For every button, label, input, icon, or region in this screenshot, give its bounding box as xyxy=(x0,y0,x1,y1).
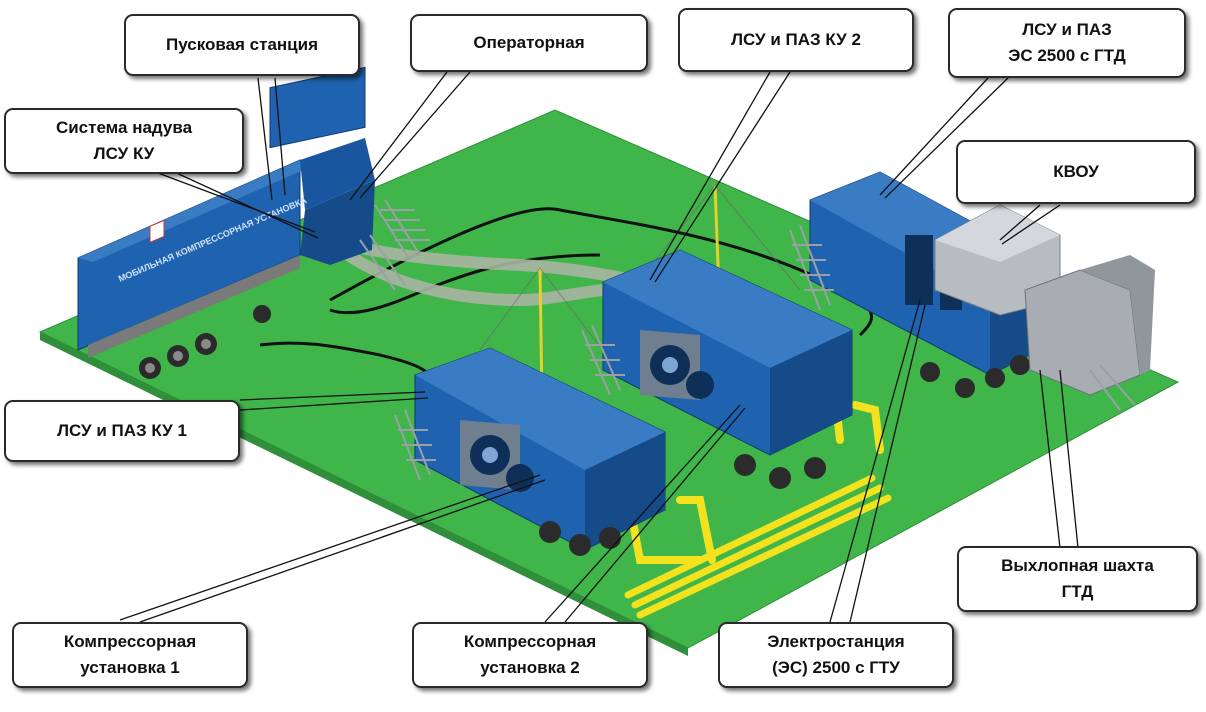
label-exhaust-shaft: Выхлопная шахта ГТД xyxy=(957,546,1198,612)
stairs-power xyxy=(789,224,1136,411)
label-blower-line1: Система надува xyxy=(55,118,193,137)
label-ps-control-line2: ЭС 2500 с ГТД xyxy=(1008,46,1126,65)
label-kvou-text: КВОУ xyxy=(1053,162,1099,181)
label-compressor-unit-2: Компрессорная установка 2 xyxy=(412,622,648,688)
label-ps-control-line1: ЛСУ и ПАЗ xyxy=(1022,20,1112,39)
label-power-plant-line2: (ЭС) 2500 с ГТУ xyxy=(772,658,900,677)
stairs-operator xyxy=(359,199,430,291)
label-power-station-control: ЛСУ и ПАЗ ЭС 2500 с ГТД xyxy=(948,8,1186,78)
label-compressor-unit-1: Компрессорная установка 1 xyxy=(12,622,248,688)
label-operator-room-text: Операторная xyxy=(473,33,585,52)
label-ku2-control-text: ЛСУ и ПАЗ КУ 2 xyxy=(731,30,861,49)
compressor-unit-2 xyxy=(602,249,853,489)
label-exhaust-line1: Выхлопная шахта xyxy=(1001,556,1154,575)
label-ku2-control: ЛСУ и ПАЗ КУ 2 xyxy=(678,8,914,72)
label-blower-system: Система надува ЛСУ КУ xyxy=(4,108,244,174)
label-compressor2-line2: установка 2 xyxy=(480,658,580,677)
power-station-trailer xyxy=(809,171,1155,398)
leader-lines xyxy=(119,71,1079,623)
label-power-plant-line1: Электростанция xyxy=(767,632,905,651)
launch-station-trailer: МОБИЛЬНАЯ КОМПРЕССОРНАЯ УСТАНОВКА xyxy=(77,66,375,379)
label-launch-station: Пусковая станция xyxy=(124,14,360,76)
label-kvou: КВОУ xyxy=(956,140,1196,204)
label-blower-line2: ЛСУ КУ xyxy=(93,144,155,163)
label-compressor1-line1: Компрессорная xyxy=(63,632,197,651)
label-launch-station-text: Пусковая станция xyxy=(165,35,319,54)
label-ku1-control: ЛСУ и ПАЗ КУ 1 xyxy=(4,400,240,462)
stairs-unit1 xyxy=(394,409,436,481)
stairs-unit2 xyxy=(581,324,625,396)
label-compressor2-line1: Компрессорная xyxy=(463,632,597,651)
label-operator-room: Операторная xyxy=(410,14,648,72)
label-power-plant: Электростанция (ЭС) 2500 с ГТУ xyxy=(718,622,954,688)
label-compressor1-line2: установка 1 xyxy=(80,658,180,677)
label-ku1-control-text: ЛСУ и ПАЗ КУ 1 xyxy=(57,421,187,440)
label-exhaust-line2: ГТД xyxy=(1061,582,1094,601)
compressor-unit-1 xyxy=(414,347,666,556)
